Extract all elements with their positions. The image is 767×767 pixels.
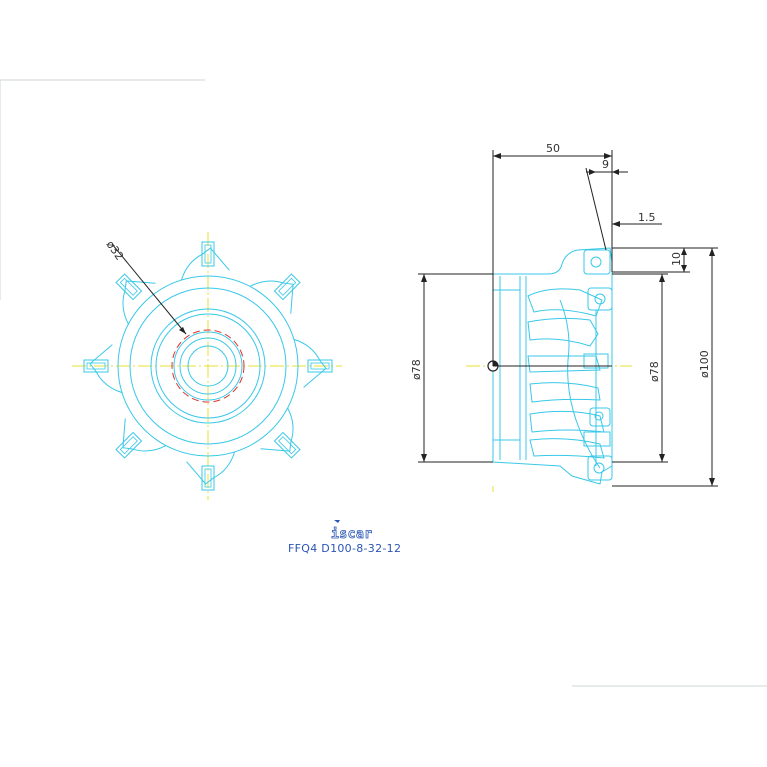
insert-outline (583, 249, 611, 275)
insert-outline (587, 287, 613, 311)
body-outer-circle (117, 275, 299, 457)
iscar-logo: iscar (331, 520, 373, 542)
cutting-insert (115, 431, 143, 459)
insert-screw-icon (594, 411, 604, 421)
insert-outline (589, 407, 611, 427)
dim-arrow-top (709, 248, 715, 256)
dim-arrow-top (421, 274, 427, 282)
dim-arrow-bottom (421, 454, 427, 462)
cutting-insert (273, 273, 301, 301)
dim-arrow-right (604, 153, 612, 159)
flute-6 (529, 438, 605, 459)
dim-arrow-bottom (659, 454, 665, 462)
teeth-group (83, 241, 333, 491)
insert-screw-icon (594, 293, 606, 305)
dim-body-diameter-left: ø78 (410, 273, 493, 463)
bore-leader-arrow (179, 327, 186, 334)
dim-cutting-diameter: ø100 (612, 248, 718, 487)
flute-1 (527, 288, 603, 317)
cutting-insert (273, 431, 301, 459)
dim-arrow (612, 221, 620, 227)
tool-designation: FFQ4 D100-8-32-12 (288, 542, 402, 555)
side-insert-middle (583, 353, 609, 369)
dim-arrow-bottom (681, 265, 687, 272)
logo-accent (334, 520, 340, 523)
bore-diameter-label: ø32 (104, 238, 127, 262)
cutting-insert-seat (86, 362, 106, 370)
cutting-insert (83, 359, 109, 373)
dim-arrow-top (681, 248, 687, 255)
cutting-insert-seat (310, 362, 330, 370)
origin-marker-fill (493, 361, 498, 366)
counterbore-circle (173, 331, 243, 401)
front-view: ø32 (72, 232, 342, 500)
body-face-circle (129, 287, 287, 445)
dim-insert-height: 9 (585, 158, 628, 251)
cutting-insert-seat (204, 468, 212, 488)
insert-outline (587, 455, 613, 481)
cutting-insert (115, 273, 143, 301)
side-insert-fourth (589, 407, 611, 427)
flute-2 (527, 317, 599, 347)
dim-offset: 1.5 (612, 211, 662, 227)
dim-ext-angled (585, 167, 607, 251)
cutter-tooth (249, 280, 294, 314)
side-view: 50 9 1.5 10 (410, 142, 718, 492)
dim-offset-value: 1.5 (638, 211, 656, 224)
flute-3 (527, 355, 601, 373)
cutter-tooth (122, 280, 156, 325)
dim-overall-length: 50 (492, 142, 613, 366)
cutting-insert-seat (204, 244, 212, 264)
dim-insert-height-value: 9 (602, 158, 609, 171)
dim-overall-length-value: 50 (546, 142, 560, 155)
dim-arrow-left (589, 169, 596, 175)
dim-arrow-right (612, 169, 619, 175)
dim-step-value: 10 (670, 252, 683, 266)
bore-leader-line (111, 243, 187, 335)
dim-body-diameter-right: ø78 (612, 273, 668, 463)
flute-5 (529, 410, 605, 433)
cutter-tooth (260, 407, 294, 452)
bore-circle (187, 345, 229, 387)
side-insert-second (587, 287, 613, 311)
cutting-insert-seat (119, 277, 138, 296)
cutting-insert (201, 465, 215, 491)
cutting-insert-seat (278, 277, 297, 296)
dim-arrow-top (659, 274, 665, 282)
flute-4 (529, 382, 601, 403)
dim-arrow-left (493, 153, 501, 159)
hub-circle-outer (150, 308, 266, 424)
dim-cutting-diameter-value: ø100 (698, 350, 711, 378)
side-insert-fifth (583, 431, 611, 447)
dim-body-diameter-left-value: ø78 (410, 359, 423, 380)
dim-step: 10 (612, 247, 718, 273)
dim-arrow-bottom (709, 478, 715, 486)
insert-screw-icon (593, 462, 605, 474)
cutting-insert (307, 359, 333, 373)
logo-wordmark: iscar (331, 527, 373, 542)
hub-circle-inner (155, 313, 261, 419)
side-insert-top (583, 249, 611, 275)
side-insert-bottom (587, 455, 613, 481)
cutter-tooth (122, 418, 167, 452)
dim-body-diameter-right-value: ø78 (648, 361, 661, 382)
cutting-insert (201, 241, 215, 267)
cutting-insert-seat (278, 436, 297, 455)
cutting-insert-seat (119, 436, 138, 455)
hidden-bore-circle (171, 329, 245, 403)
counterbore-inner-circle (179, 337, 237, 395)
insert-screw-icon (590, 256, 602, 268)
